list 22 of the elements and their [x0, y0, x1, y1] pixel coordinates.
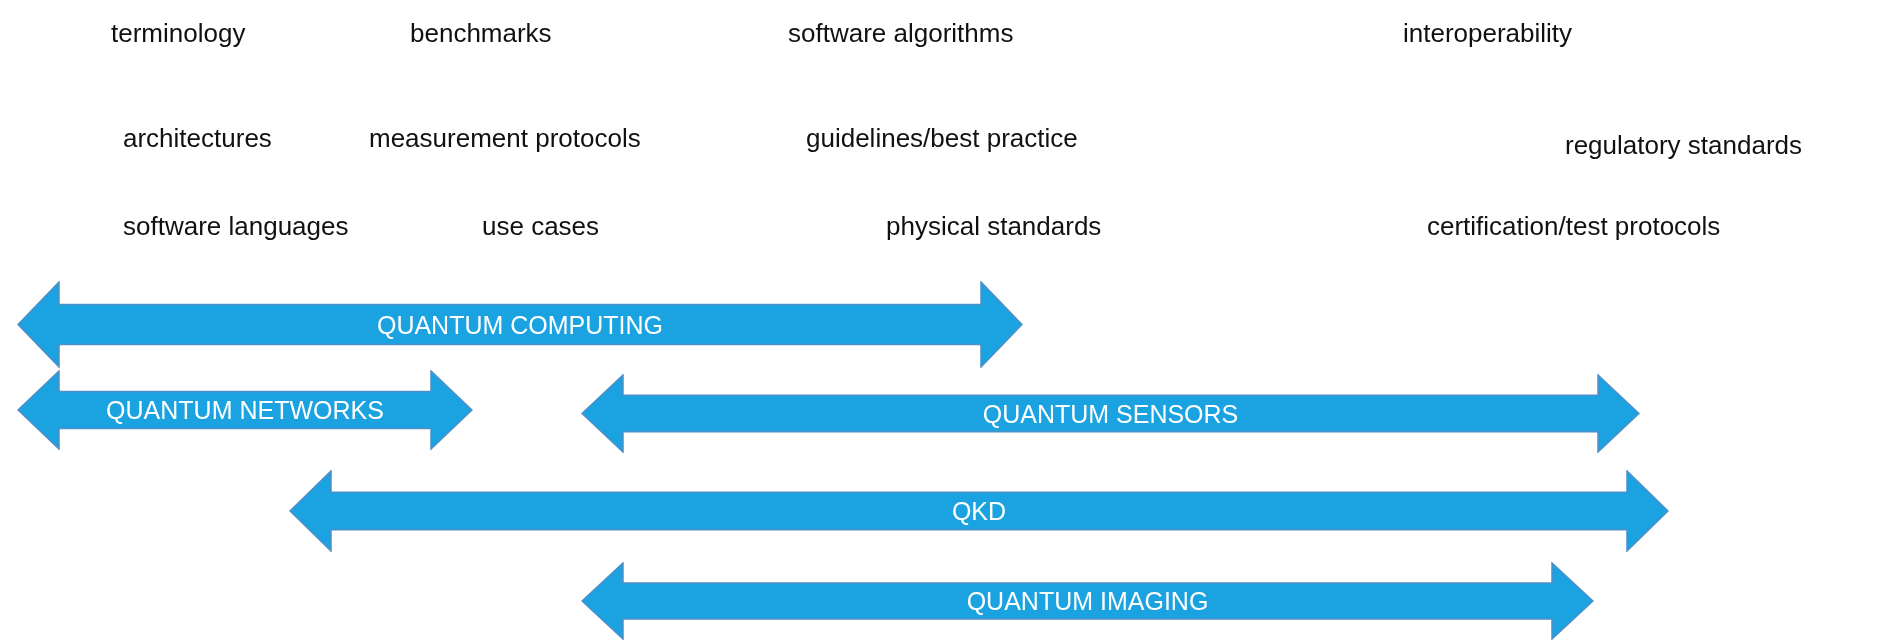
topic-label: measurement protocols — [369, 123, 641, 154]
topic-label: use cases — [482, 211, 600, 242]
topic-label: certification/test protocols — [1427, 211, 1721, 242]
band-label: QUANTUM IMAGING — [966, 586, 1209, 616]
topic-label: guidelines/best practice — [806, 123, 1078, 154]
topic-label: software algorithms — [788, 18, 1014, 49]
topic-label: architectures — [123, 123, 272, 154]
band-label: QUANTUM COMPUTING — [376, 310, 664, 339]
topic-label: software languages — [123, 211, 349, 242]
double-arrow-band — [17, 370, 473, 450]
topic-label: terminology — [111, 18, 246, 49]
double-arrow-band — [581, 374, 1640, 453]
band-label: QUANTUM NETWORKS — [106, 395, 384, 425]
double-arrow-band — [581, 562, 1594, 640]
topic-label: interoperability — [1403, 18, 1573, 49]
topic-label: physical standards — [886, 211, 1102, 242]
topic-label: regulatory standards — [1565, 130, 1803, 161]
double-arrow-band — [289, 470, 1669, 552]
band-label: QKD — [951, 496, 1007, 526]
double-arrow-band — [17, 281, 1023, 368]
topic-label: benchmarks — [410, 18, 552, 49]
band-label: QUANTUM SENSORS — [982, 399, 1239, 428]
